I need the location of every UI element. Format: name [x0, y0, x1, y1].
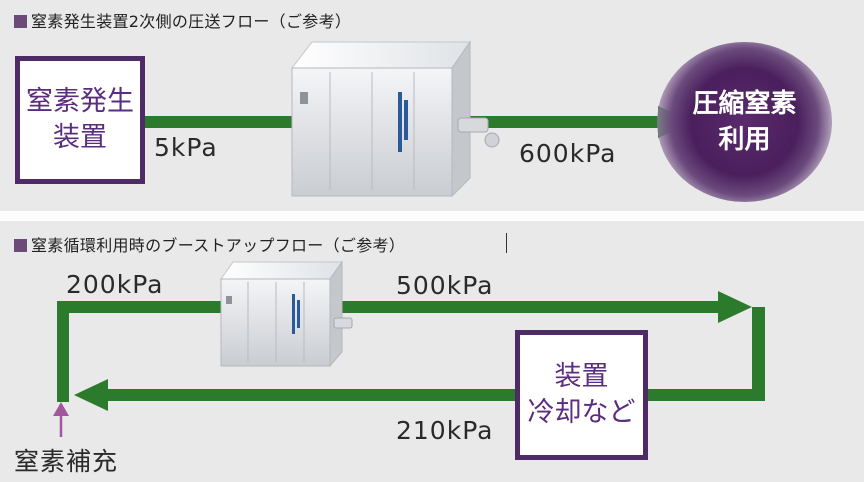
flow-line-top-right	[342, 301, 722, 313]
boosted-pressure-label: 500kPa	[396, 271, 494, 300]
bullet-square-icon	[14, 15, 27, 28]
section-2-heading: 窒素循環利用時のブーストアップフロー（ご参考）	[14, 232, 405, 256]
generator-label-line2: 装置	[53, 122, 107, 153]
booster-machine-icon	[290, 40, 500, 198]
flow-line-bottom-left	[106, 389, 515, 401]
text-cursor	[506, 233, 507, 253]
flow-line-gen-to-booster	[145, 116, 295, 128]
arrowhead-right	[718, 291, 752, 323]
arrowhead-left	[74, 379, 108, 411]
flow-line-top	[57, 301, 221, 313]
replenish-arrowhead	[53, 402, 69, 416]
equipment-cooling-box: 装置 冷却など	[515, 330, 648, 460]
cooling-label-line1: 装置	[554, 361, 609, 392]
inlet-pressure-label: 200kPa	[66, 270, 164, 299]
booster-pressure-label: 600kPa	[519, 139, 617, 168]
flow-line-right-down	[752, 307, 765, 401]
flow-line-bottom-right	[648, 389, 765, 401]
usage-label-line1: 圧縮窒素	[692, 89, 797, 119]
nitrogen-replenish-label: 窒素補充	[14, 447, 119, 476]
outlet-pressure-label: 5kPa	[154, 133, 218, 162]
section-1-heading: 窒素発生装置2次側の圧送フロー（ご参考）	[14, 8, 351, 32]
booster-machine-icon	[220, 260, 353, 368]
section-divider	[0, 211, 864, 221]
generator-label-line1: 窒素発生	[26, 86, 134, 117]
section-2-panel	[0, 221, 864, 482]
return-pressure-label: 210kPa	[396, 416, 494, 445]
section-2-heading-text: 窒素循環利用時のブーストアップフロー（ご参考）	[31, 236, 406, 255]
flow-line-left-up	[57, 301, 69, 402]
nitrogen-generator-box: 窒素発生 装置	[15, 56, 145, 184]
bullet-square-icon	[14, 239, 27, 252]
compressed-nitrogen-usage-circle: 圧縮窒素 利用	[657, 42, 832, 202]
section-1-heading-text: 窒素発生装置2次側の圧送フロー（ご参考）	[31, 12, 352, 31]
flow-line-booster-to-usage	[470, 116, 662, 128]
usage-label-line2: 利用	[718, 125, 771, 155]
cooling-label-line2: 冷却など	[527, 397, 636, 428]
